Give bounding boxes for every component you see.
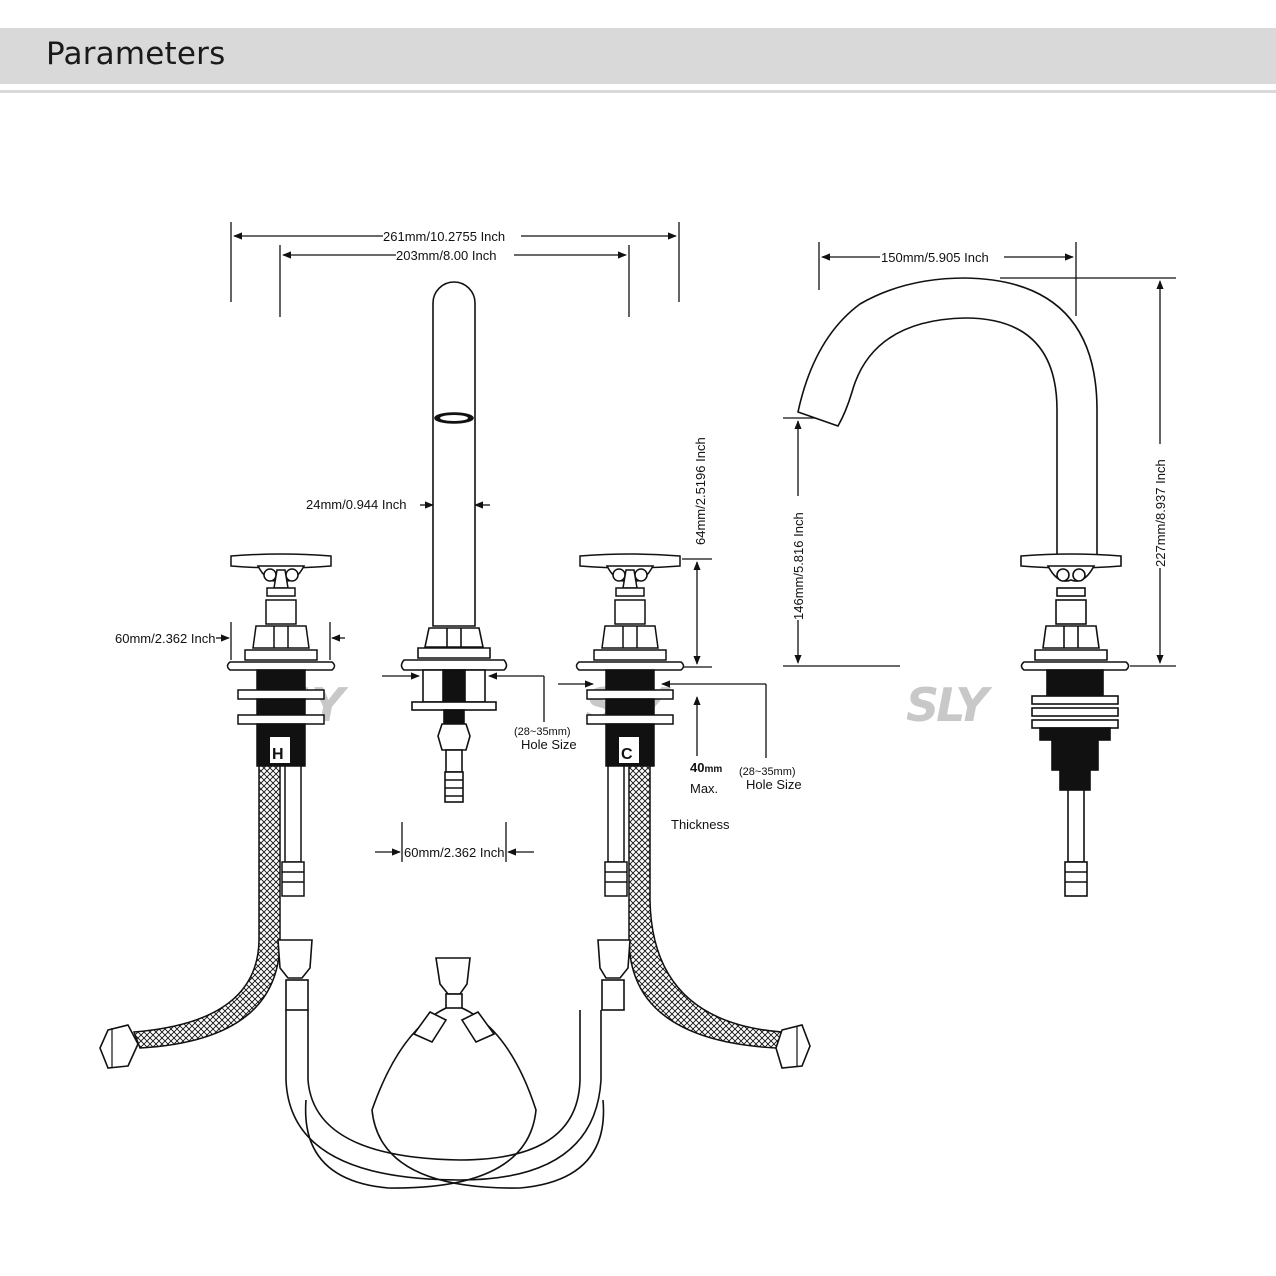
cold-mark: C bbox=[621, 746, 633, 763]
hole-size-label: Hole Size bbox=[746, 777, 802, 792]
header-band bbox=[0, 28, 1276, 84]
spout-base-label: 60mm/2.362 Inch bbox=[404, 845, 504, 860]
hot-valve bbox=[226, 553, 336, 897]
braided-hoses bbox=[99, 765, 811, 1069]
clearance-label: 146mm/5.816 Inch bbox=[791, 512, 806, 620]
deck-max-label: Max. bbox=[690, 781, 718, 796]
handle-base-label: 60mm/2.362 Inch bbox=[115, 631, 215, 646]
deck-thickness-value: 40 bbox=[690, 760, 704, 775]
dimension-lines bbox=[216, 222, 1176, 862]
hole-size-range: (28~35mm) bbox=[739, 766, 796, 778]
faucet-side-view bbox=[797, 277, 1130, 897]
hole-size-label: Hole Size bbox=[521, 737, 577, 752]
hole-size-range: (28~35mm) bbox=[514, 726, 571, 738]
cold-valve bbox=[575, 553, 685, 897]
spout-hoses bbox=[277, 939, 631, 1189]
spout-reach-label: 150mm/5.905 Inch bbox=[881, 250, 989, 265]
total-height-label: 227mm/8.937 Inch bbox=[1153, 459, 1168, 567]
hot-mark: H bbox=[272, 746, 284, 763]
overall-width-label: 261mm/10.2755 Inch bbox=[383, 229, 505, 244]
spout-front bbox=[400, 281, 508, 803]
svg-text:40mm: 40mm bbox=[690, 760, 722, 775]
dimension-labels: 261mm/10.2755 Inch 203mm/8.00 Inch 24mm/… bbox=[115, 228, 1168, 860]
spout-height-label: 64mm/2.5196 Inch bbox=[693, 437, 708, 545]
deck-thickness-unit: mm bbox=[704, 764, 722, 775]
spout-diameter-label: 24mm/0.944 Inch bbox=[306, 497, 406, 512]
page-title: Parameters bbox=[46, 36, 226, 72]
handle-spacing-label: 203mm/8.00 Inch bbox=[396, 248, 496, 263]
watermark-logo: SLY bbox=[906, 678, 993, 732]
deck-thickness-label: Thickness bbox=[671, 817, 730, 832]
header-rule bbox=[0, 90, 1276, 93]
